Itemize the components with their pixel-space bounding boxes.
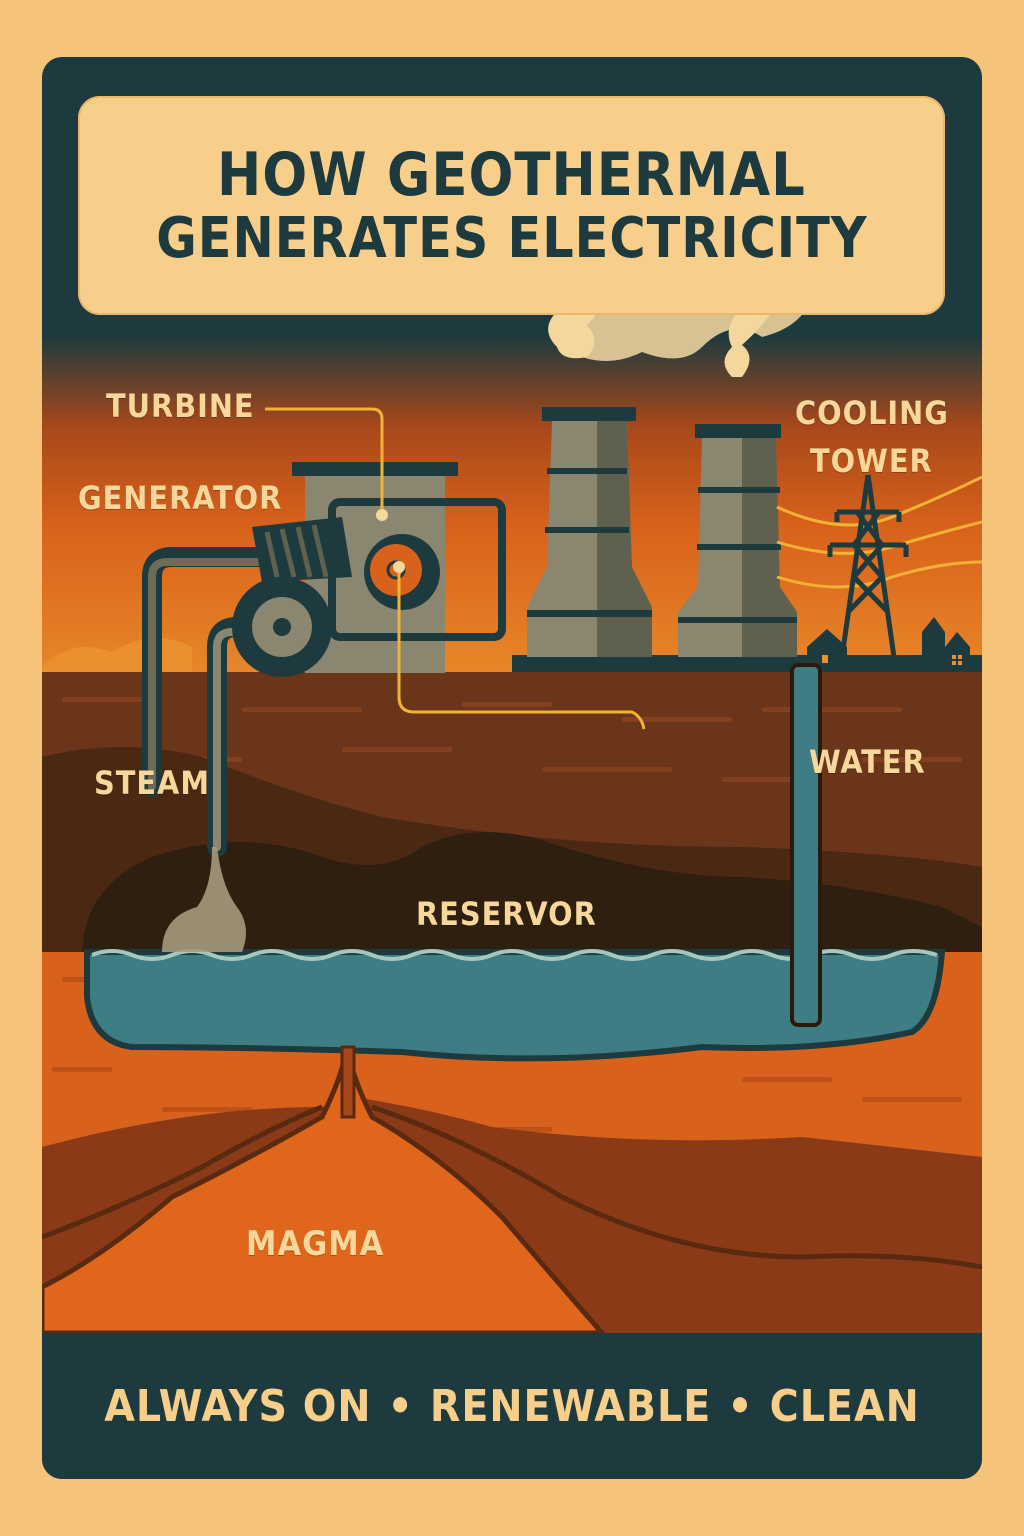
sky (42, 287, 982, 687)
turbine-icon (232, 517, 352, 677)
water-reservoir (84, 949, 946, 1062)
water-pipe-icon (790, 663, 822, 1027)
label-cooling-tower-line2: TOWER (810, 442, 933, 480)
label-steam: STEAM (94, 764, 210, 802)
title-line-1: HOW GEOTHERMAL (217, 139, 806, 210)
footer-item-always-on: ALWAYS ON (104, 1380, 372, 1432)
cooling-tower-right-icon (678, 424, 797, 657)
label-cooling-tower-line1: COOLING (795, 394, 949, 432)
footer-banner: ALWAYS ON • RENEWABLE • CLEAN (42, 1333, 982, 1479)
cooling-tower-left-icon (527, 407, 652, 657)
title-line-2: GENERATES ELECTRICITY (155, 205, 868, 271)
poster-frame: HOW GEOTHERMAL GENERATES ELECTRICITY TUR… (42, 57, 982, 1479)
label-reservoir: RESERVOR (416, 895, 597, 933)
footer-separator: • (727, 1380, 754, 1432)
transmission-pylon-icon (827, 474, 909, 658)
label-magma: MAGMA (246, 1224, 385, 1264)
footer-tagline: ALWAYS ON • RENEWABLE • CLEAN (104, 1381, 920, 1432)
label-water: WATER (809, 743, 926, 781)
steam-plume-icon (162, 847, 246, 952)
label-turbine: TURBINE (106, 387, 255, 425)
label-generator: GENERATOR (78, 479, 283, 517)
footer-separator: • (387, 1380, 414, 1432)
reservoir-cavity (42, 832, 982, 957)
footer-item-renewable: RENEWABLE (429, 1380, 712, 1432)
title-box: HOW GEOTHERMAL GENERATES ELECTRICITY (78, 96, 945, 315)
footer-item-clean: CLEAN (769, 1380, 920, 1432)
leader-lines (265, 407, 646, 730)
